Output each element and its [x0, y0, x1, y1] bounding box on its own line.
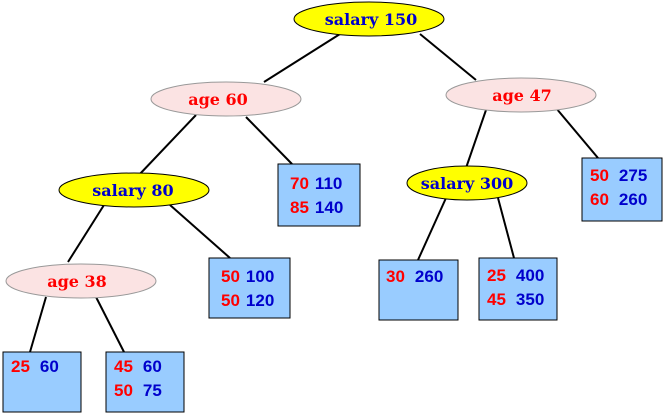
edge-age47-leaf-50-60 [555, 107, 599, 159]
node-label: salary 80 [92, 181, 173, 200]
leaf-row-1: 70 110 [290, 174, 342, 193]
node-ellipse [5, 263, 157, 299]
leaf-row-2: 50 75 [114, 381, 162, 400]
node-ellipse [445, 77, 597, 113]
edge-root-age60 [263, 33, 341, 83]
leaf-box-30-260: 30 260 [378, 259, 459, 321]
leaf-row-1: 30 260 [386, 267, 443, 286]
node-label: age 60 [188, 90, 248, 109]
leaf-box-50-50: 50 100 50 120 [208, 257, 291, 319]
node-ellipse [150, 81, 302, 117]
leaf-salary-value: 110 [315, 174, 342, 193]
leaf-rect [478, 257, 558, 321]
node-age-60: age 60 [150, 81, 302, 117]
node-label: salary 300 [421, 174, 514, 193]
edge-salary80-age38 [67, 204, 105, 263]
leaf-age-value: 45 [487, 290, 506, 309]
leaf-rect [208, 257, 291, 319]
node-ellipse [293, 1, 445, 37]
edge-age38-leaf-45-50 [95, 296, 125, 353]
leaf-age-value: 50 [114, 381, 133, 400]
leaf-box-45-50: 45 60 50 75 [105, 351, 185, 413]
edge-salary80-leaf-50-50 [169, 204, 231, 259]
leaf-row-1: 25 60 [11, 357, 59, 376]
leaf-salary-value: 75 [143, 381, 162, 400]
leaf-rect [2, 351, 82, 413]
leaf-salary-value: 275 [619, 166, 647, 185]
node-salary-300: salary 300 [406, 165, 528, 201]
leaf-rect [277, 163, 361, 227]
leaf-row-2: 85 140 [290, 198, 343, 217]
leaf-salary-value: 60 [143, 357, 162, 376]
leaf-age-value: 25 [11, 357, 30, 376]
edge-salary300-leaf-25-45 [497, 197, 515, 259]
edge-age60-leaf-70-85 [245, 116, 293, 165]
edge-age60-salary80 [137, 114, 197, 177]
leaf-salary-value: 400 [516, 266, 544, 285]
leaf-salary-value: 60 [40, 357, 59, 376]
leaf-row-1: 50 275 [590, 166, 647, 185]
leaf-box-25-60: 25 60 [2, 351, 82, 413]
leaf-age-value: 50 [221, 267, 240, 286]
node-label: salary 150 [325, 10, 418, 29]
leaf-age-value: 50 [221, 291, 240, 310]
node-age-47: age 47 [445, 77, 597, 113]
leaf-row-1: 45 60 [114, 357, 162, 376]
edge-age47-salary300 [465, 109, 487, 169]
node-age-38: age 38 [5, 263, 157, 299]
leaf-rect [581, 157, 663, 222]
edge-age38-leaf-25 [29, 296, 47, 353]
leaf-row-1: 50 100 [221, 267, 274, 286]
edge-salary300-leaf-30 [417, 197, 447, 261]
leaf-row-2: 60 260 [590, 190, 647, 209]
leaf-box-50-60: 50 275 60 260 [581, 157, 663, 222]
leaf-age-value: 70 [290, 174, 309, 193]
node-ellipse [58, 172, 210, 208]
leaf-salary-value: 260 [619, 190, 647, 209]
edge-root-age47 [419, 33, 477, 81]
leaf-age-value: 85 [290, 198, 309, 217]
leaf-box-25-45: 25 400 45 350 [478, 257, 558, 321]
leaf-age-value: 60 [590, 190, 609, 209]
node-salary-80: salary 80 [58, 172, 210, 208]
tree-edges [29, 33, 599, 353]
leaf-age-value: 50 [590, 166, 609, 185]
node-root-salary-150: salary 150 [293, 1, 445, 37]
leaf-salary-value: 140 [315, 198, 343, 217]
node-ellipse [406, 165, 528, 201]
node-label: age 38 [47, 272, 107, 291]
leaf-salary-value: 350 [516, 290, 544, 309]
leaf-row-1: 25 400 [487, 266, 544, 285]
leaf-rect [105, 351, 185, 413]
leaf-age-value: 30 [386, 267, 405, 286]
leaf-box-70-85: 70 110 85 140 [277, 163, 361, 227]
node-label: age 47 [492, 86, 552, 105]
leaf-rect [378, 259, 459, 321]
leaf-age-value: 45 [114, 357, 133, 376]
leaf-salary-value: 120 [246, 291, 274, 310]
leaf-salary-value: 100 [246, 267, 274, 286]
leaf-age-value: 25 [487, 266, 506, 285]
leaf-row-2: 50 120 [221, 291, 274, 310]
leaf-row-2: 45 350 [487, 290, 544, 309]
leaf-salary-value: 260 [415, 267, 443, 286]
